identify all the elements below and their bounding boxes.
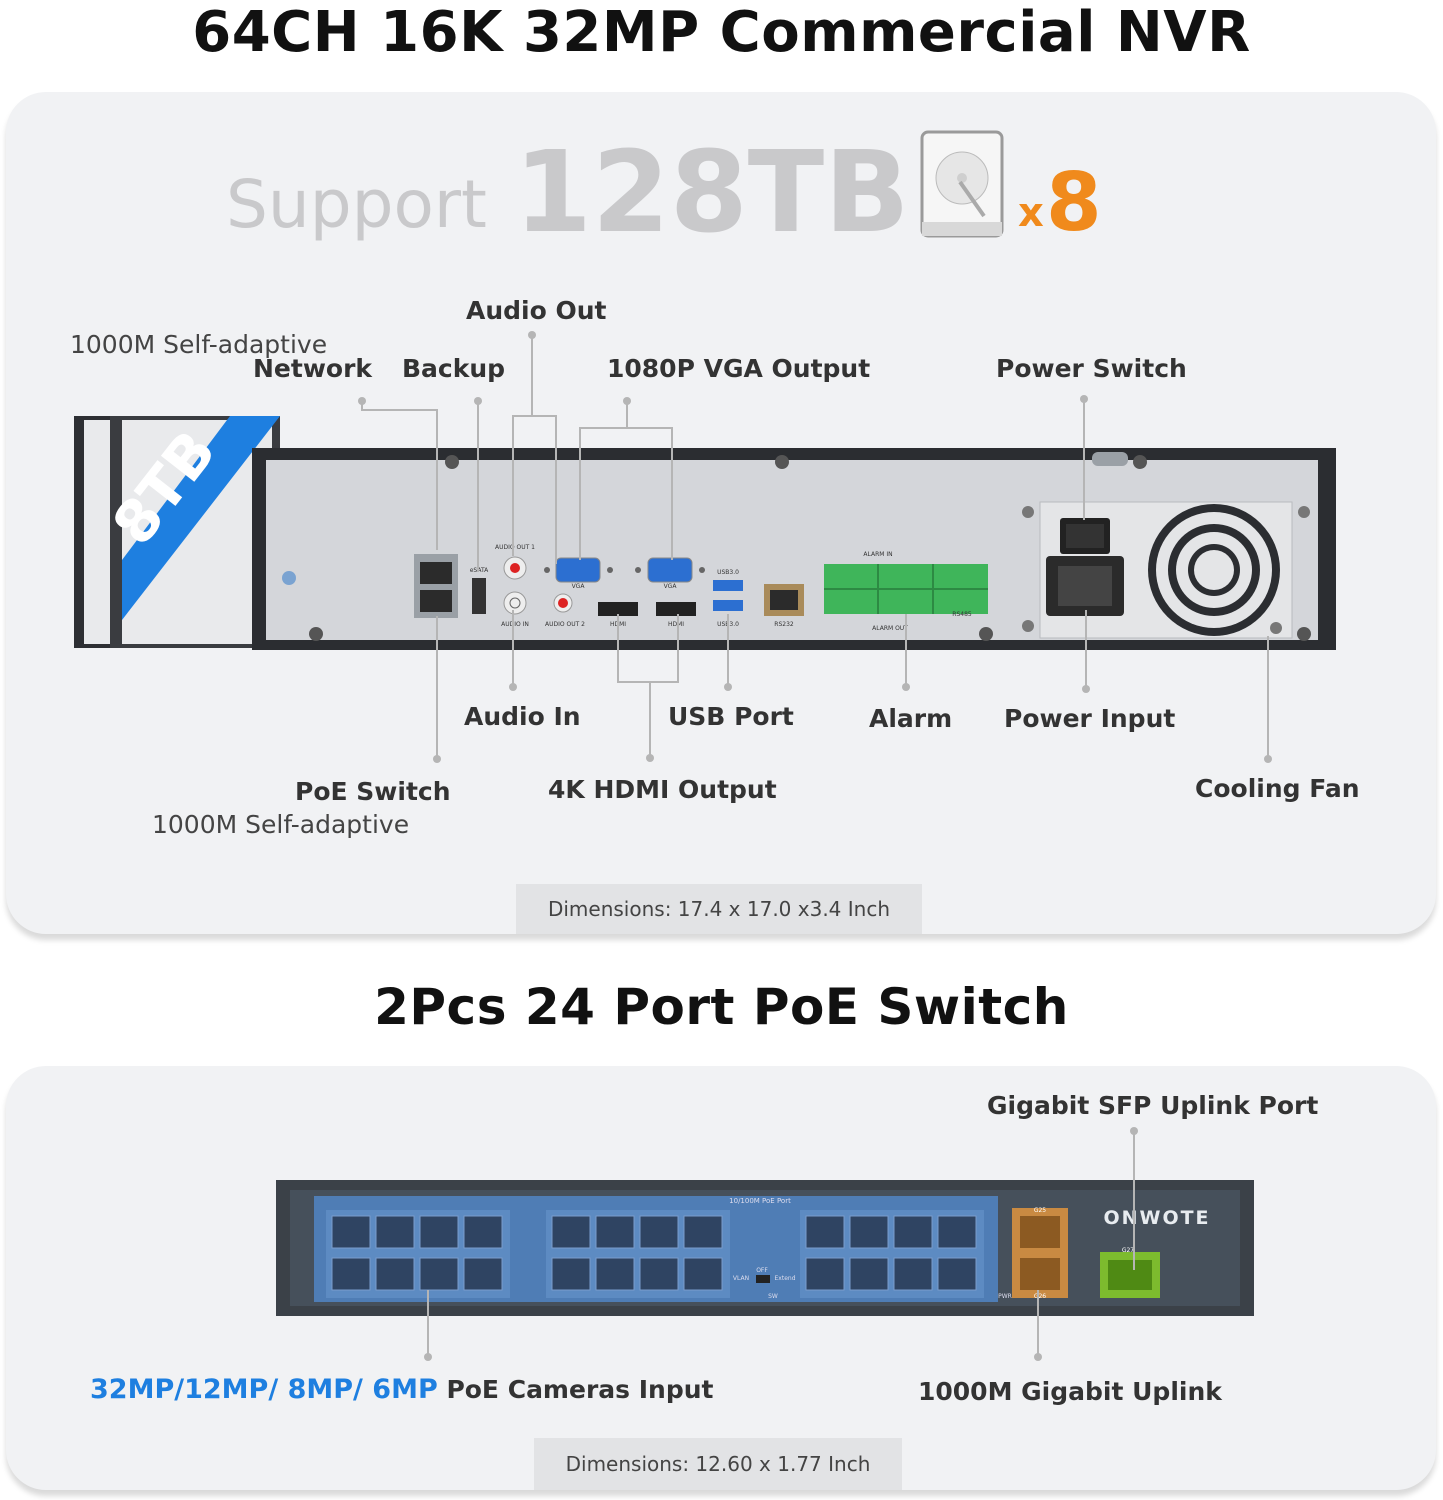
poe-port [683, 1215, 723, 1249]
audio-out-label: Audio Out [466, 296, 607, 325]
sw-mark: SW [768, 1293, 778, 1300]
poe-port [639, 1257, 679, 1291]
audio-out2-mark: AUDIO OUT 2 [545, 621, 585, 628]
poe-port [331, 1215, 371, 1249]
hdd-count: 8 [1046, 156, 1102, 249]
poe-port [551, 1257, 591, 1291]
poe-port [375, 1215, 415, 1249]
audio-out1-mark: AUDIO OUT 1 [495, 544, 535, 551]
poe-port [595, 1215, 635, 1249]
network-label-line1: 1000M Self-adaptive [70, 330, 328, 359]
hdd-stack-icon [74, 416, 280, 648]
pwr-mark: PWR [998, 1293, 1012, 1300]
vga-output-label: 1080P VGA Output [607, 354, 871, 383]
poe-switch-illustration: 10/100M PoE Port VLAN OFF Extend SW G25 … [276, 1127, 1254, 1361]
cameras-resolution-highlight: 32MP/12MP/ 8MP/ 6MP [90, 1374, 438, 1405]
poe-port [849, 1257, 889, 1291]
poe-port [463, 1215, 503, 1249]
g26-mark: G26 [1034, 1293, 1046, 1300]
network-label-line2: Network [253, 354, 373, 383]
poe-port [849, 1215, 889, 1249]
support-word: Support [226, 166, 487, 243]
poe-port [893, 1215, 933, 1249]
poe-switch-sublabel: 1000M Self-adaptive [152, 810, 410, 839]
cameras-input-label: 32MP/12MP/ 8MP/ 6MP PoE Cameras Input [90, 1374, 713, 1405]
port-header-mark: 10/100M PoE Port [729, 1197, 791, 1205]
vga1-mark: VGA [572, 583, 586, 590]
switch-title: 2Pcs 24 Port PoE Switch [374, 978, 1069, 1036]
extend-mark: Extend [775, 1275, 796, 1282]
cooling-fan-label: Cooling Fan [1195, 774, 1360, 803]
usb-top-mark: USB3.0 [717, 569, 739, 576]
poe-port [937, 1257, 977, 1291]
poe-port [419, 1215, 459, 1249]
usb-port-label: USB Port [668, 702, 794, 731]
poe-port [375, 1257, 415, 1291]
alarm-out-mark: ALARM OUT [872, 625, 908, 632]
capacity-text: 128TB [514, 128, 910, 258]
hdmi-output-label: 4K HDMI Output [548, 775, 777, 804]
audio-in-label: Audio In [464, 702, 581, 731]
brand-logo-text: ONWOTE [1103, 1207, 1210, 1229]
hdd-multiplier-prefix: x [1018, 190, 1044, 236]
alarm-in-mark: ALARM IN [863, 551, 892, 558]
backup-label: Backup [402, 354, 506, 383]
poe-switch-label: PoE Switch [295, 777, 451, 806]
poe-port [551, 1215, 591, 1249]
nvr-title: 64CH 16K 32MP Commercial NVR [192, 0, 1251, 65]
poe-port [805, 1257, 845, 1291]
vga2-mark: VGA [664, 583, 678, 590]
g27-mark: G27 [1122, 1247, 1134, 1254]
poe-port [683, 1257, 723, 1291]
poe-port [463, 1257, 503, 1291]
rs485-mark: RS485 [952, 611, 972, 618]
poe-port [805, 1215, 845, 1249]
hdmi2-mark: HDMI [668, 621, 684, 628]
gigabit-uplink-label: 1000M Gigabit Uplink [918, 1377, 1222, 1406]
power-input-label: Power Input [1004, 704, 1176, 733]
switch-dimensions: Dimensions: 12.60 x 1.77 Inch [534, 1438, 902, 1490]
g25-mark: G25 [1034, 1207, 1046, 1214]
poe-port [595, 1257, 635, 1291]
off-mark: OFF [756, 1267, 768, 1274]
rs232-mark: RS232 [774, 621, 794, 628]
alarm-label: Alarm [869, 704, 953, 733]
nvr-rear-panel-illustration: 8TB eSATA AUDIO OUT 1 AUDIO IN AUDIO OUT… [74, 331, 1336, 763]
poe-port [331, 1257, 371, 1291]
sfp-uplink-label: Gigabit SFP Uplink Port [987, 1091, 1319, 1120]
nvr-dimensions: Dimensions: 17.4 x 17.0 x3.4 Inch [516, 884, 922, 934]
poe-port [419, 1257, 459, 1291]
poe-port [937, 1215, 977, 1249]
audio-in-mark: AUDIO IN [501, 621, 529, 628]
hdd-icon [920, 130, 1004, 238]
power-switch-label: Power Switch [996, 354, 1187, 383]
cameras-input-text: PoE Cameras Input [437, 1375, 714, 1404]
esata-mark: eSATA [470, 567, 489, 574]
poe-port [639, 1215, 679, 1249]
poe-port [893, 1257, 933, 1291]
vlan-mark: VLAN [733, 1275, 749, 1282]
